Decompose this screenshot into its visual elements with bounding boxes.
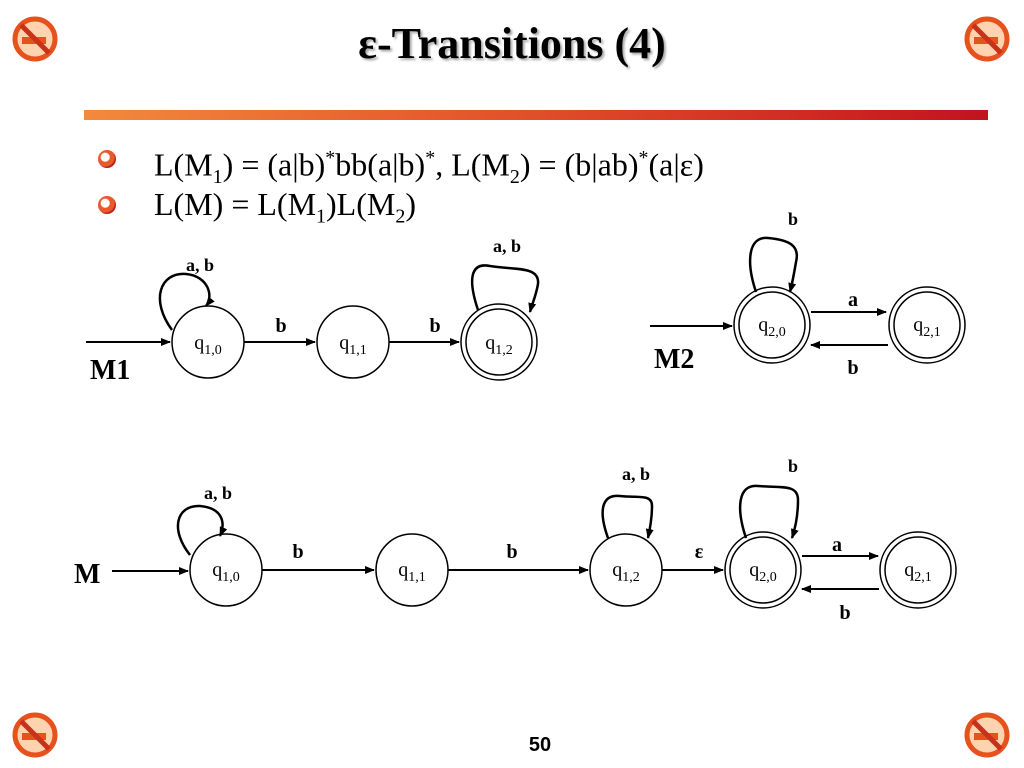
edge-label: b bbox=[292, 541, 303, 563]
bullet-text: L(M) = L(M1)L(M2) bbox=[154, 186, 416, 228]
state-q10 bbox=[171, 305, 245, 379]
state-q12-accept bbox=[460, 303, 538, 381]
edge-label: a, b bbox=[493, 236, 521, 256]
state-label-q21: q2,1 bbox=[913, 314, 941, 340]
edge-label: b bbox=[506, 541, 517, 563]
machine-m: M q1,0 q1,1 q1,2 q2,0 q2,1 b b ε a b a, … bbox=[74, 456, 957, 624]
edge-label: a, b bbox=[204, 483, 232, 503]
no-smoking-icon bbox=[12, 16, 58, 62]
state-q20-accept bbox=[733, 286, 811, 364]
loop-q12 bbox=[470, 264, 540, 313]
edge-label: b bbox=[788, 456, 798, 476]
accept-ring bbox=[893, 291, 961, 359]
state-label-q20: q2,0 bbox=[758, 314, 786, 340]
accept-ring bbox=[729, 536, 797, 604]
page-number: 50 bbox=[528, 734, 552, 756]
state-q11 bbox=[316, 305, 390, 379]
edge-label: a, b bbox=[186, 255, 214, 275]
edge-label: b bbox=[788, 209, 798, 229]
state-label-q11: q1,1 bbox=[339, 332, 367, 358]
state-label-q10: q1,0 bbox=[194, 332, 222, 358]
loop-q10 bbox=[158, 272, 215, 331]
accept-ring bbox=[465, 308, 533, 376]
no-smoking-icon bbox=[12, 712, 58, 758]
edge-label: b bbox=[839, 602, 850, 624]
machine-label-m2: M2 bbox=[654, 344, 694, 375]
state-label-q11: q1,1 bbox=[398, 559, 426, 585]
edge-label: a, b bbox=[622, 464, 650, 484]
accept-ring bbox=[738, 291, 806, 359]
state-label-q12: q1,2 bbox=[612, 559, 640, 585]
bullet-icon bbox=[98, 150, 116, 168]
state-q21-accept bbox=[888, 286, 966, 364]
no-smoking-icon bbox=[964, 16, 1010, 62]
machine-label-m1: M1 bbox=[90, 355, 130, 386]
edge-label: b bbox=[847, 357, 858, 379]
loop-q20 bbox=[738, 484, 800, 539]
state-label-q12: q1,2 bbox=[485, 332, 513, 358]
loop-q20 bbox=[748, 236, 799, 293]
accept-ring bbox=[884, 536, 952, 604]
edge-label: ε bbox=[695, 541, 704, 563]
machine-label-m: M bbox=[74, 559, 100, 590]
slide-title: ε-Transitions (4) bbox=[358, 19, 666, 68]
machine-m1: M1 q1,0 q1,1 q1,2 b b a, b a, b bbox=[86, 236, 540, 386]
loop-q12 bbox=[601, 494, 654, 539]
state-label-q10: q1,0 bbox=[212, 559, 240, 585]
loop-q10 bbox=[176, 504, 228, 556]
state-q20-accept bbox=[724, 531, 802, 609]
bullet-icon bbox=[98, 196, 116, 214]
no-smoking-icon bbox=[964, 712, 1010, 758]
title-divider bbox=[84, 110, 988, 120]
bullet-text: L(M1) = (a|b)*bb(a|b)*, L(M2) = (b|ab)*(… bbox=[154, 146, 704, 189]
edge-label: a bbox=[832, 534, 842, 556]
machine-m2: M2 q2,0 q2,1 a b b bbox=[650, 209, 966, 379]
edge-label: b bbox=[275, 315, 286, 337]
edge-label: b bbox=[429, 315, 440, 337]
edge-label: a bbox=[848, 289, 858, 311]
state-label-q21: q2,1 bbox=[904, 559, 932, 585]
state-q21-accept bbox=[879, 531, 957, 609]
state-label-q20: q2,0 bbox=[749, 559, 777, 585]
